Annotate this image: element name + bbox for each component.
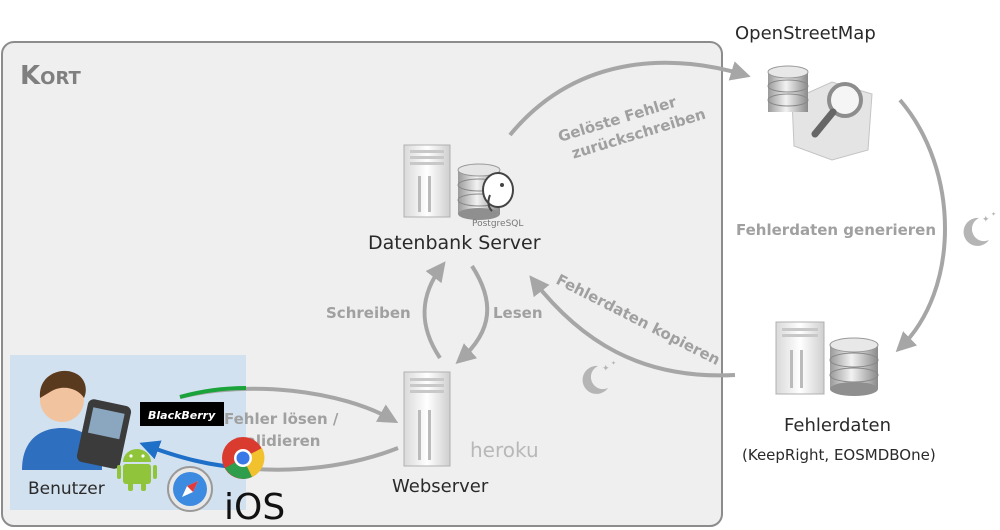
osm-map-icon [767,65,873,161]
arrow-lesen [455,264,490,364]
arrow-green-segment [179,386,247,399]
svg-text:✦: ✦ [982,215,990,225]
moon-icon: ✦ ✦ [582,360,616,394]
benutzer-label: Benutzer [28,479,105,499]
chrome-logo-icon [222,437,265,479]
moon-icon: ✦ ✦ [963,211,996,246]
postgresql-brand: PostgreSQL [472,219,523,229]
db-server-icon [403,144,451,218]
svg-text:✦: ✦ [611,360,616,367]
db-server-label: Datenbank Server [368,232,541,254]
arrow-schreiben [422,261,446,360]
smartphone-icon [76,399,132,469]
android-logo-icon [117,449,157,491]
label-generate: Fehlerdaten generieren [736,221,936,239]
blackberry-logo [140,402,224,426]
svg-text:✦: ✦ [602,364,610,374]
ios-brand: iOS [224,487,285,528]
postgresql-elephant-icon [482,172,514,212]
label-user-action-line1: Fehler lösen / [224,410,339,428]
fehlerdaten-sublabel: (KeepRight, EOSMDBOne) [742,446,936,464]
svg-text:✦: ✦ [991,211,996,218]
fehlerdaten-server-icon [775,321,879,396]
arrow-copy [529,275,736,378]
arrow-generate [895,98,947,353]
fehlerdaten-label: Fehlerdaten [784,415,891,436]
heroku-brand: heroku [470,438,539,462]
webserver-label: Webserver [392,476,489,497]
webserver-icon [403,371,451,467]
blackberry-brand: BlackBerry [148,409,216,422]
label-lesen: Lesen [493,304,543,322]
kort-title: Kort [20,61,82,91]
osm-label: OpenStreetMap [735,23,876,44]
label-schreiben: Schreiben [326,304,411,322]
arrow-write-back [508,60,751,137]
safari-compass-icon [167,466,213,512]
